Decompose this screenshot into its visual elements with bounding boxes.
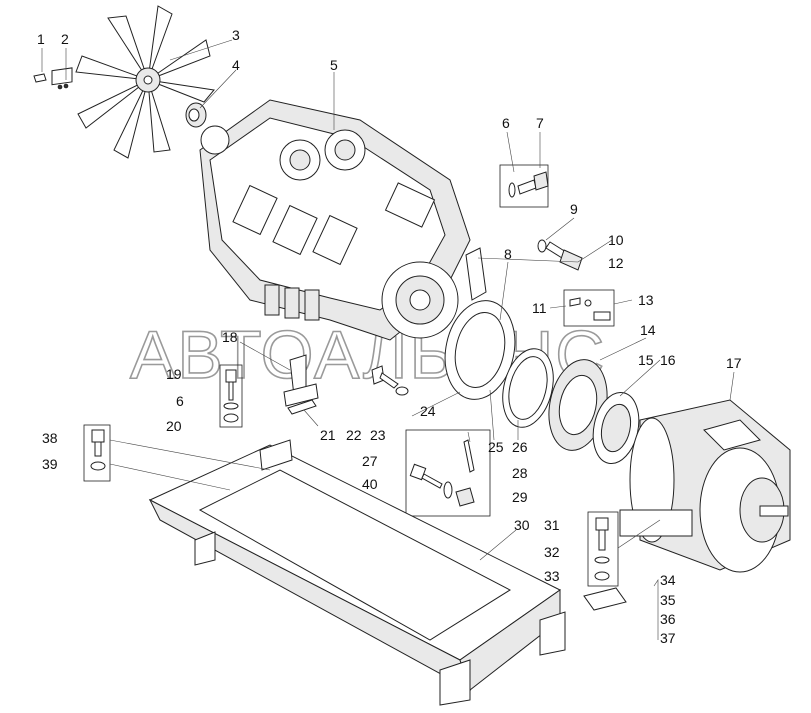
callout-35: 35 — [660, 592, 676, 608]
callout-36: 36 — [660, 611, 676, 627]
callout-14: 14 — [640, 322, 656, 338]
flywheel-adapter-ring — [444, 300, 516, 400]
split-pin-24 — [463, 439, 475, 473]
callout-11: 11 — [532, 300, 547, 316]
shim-plate-34-37 — [583, 587, 627, 611]
coupling-disc-14 — [548, 359, 608, 451]
shim-plate-21 — [287, 399, 317, 415]
callout-4: 4 — [232, 57, 240, 73]
callout-21: 21 — [320, 427, 336, 443]
adapter-ring-26 — [502, 348, 554, 428]
callout-7: 7 — [536, 115, 544, 131]
callout-33: 33 — [544, 568, 560, 584]
callout-8: 8 — [504, 246, 512, 262]
bolt-group-31-33 — [587, 511, 619, 587]
callout-16: 16 — [660, 352, 676, 368]
callout-2: 2 — [61, 31, 69, 47]
callout-15: 15 — [638, 352, 654, 368]
engine-support-21 — [283, 354, 319, 407]
generator-unit — [619, 399, 791, 573]
callout-27: 27 — [362, 453, 378, 469]
callout-12: 12 — [608, 255, 624, 271]
callout-17: 17 — [726, 355, 742, 371]
callout-39: 39 — [42, 456, 58, 472]
fan-bolt-and-plate — [33, 67, 73, 90]
callout-25: 25 — [488, 439, 504, 455]
bolt-group-6-7 — [499, 164, 549, 208]
callout-5: 5 — [330, 57, 338, 73]
callout-3: 3 — [232, 27, 240, 43]
callout-9: 9 — [570, 201, 578, 217]
fan-spacer-ring — [185, 102, 207, 128]
fan-impeller — [75, 5, 215, 159]
engine-mount-bracket — [465, 247, 487, 301]
callout-6: 6 — [502, 115, 510, 131]
bolt-group-22-23 — [371, 365, 409, 396]
callout-30: 30 — [514, 517, 530, 533]
bolt-group-9-10 — [537, 239, 583, 271]
callout-22: 22 — [346, 427, 362, 443]
callout-38: 38 — [42, 430, 58, 446]
callout-28: 28 — [512, 465, 528, 481]
callout-10: 10 — [608, 232, 624, 248]
bolt-group-11-13 — [563, 289, 615, 327]
callout-31: 31 — [544, 517, 560, 533]
callout-6b: 6 — [176, 393, 184, 409]
engine-assembly — [199, 99, 471, 341]
callout-40: 40 — [362, 476, 378, 492]
callout-19: 19 — [166, 366, 182, 382]
callout-24: 24 — [420, 403, 436, 419]
callout-37: 37 — [660, 630, 676, 646]
callout-13: 13 — [638, 292, 654, 308]
bolt-group-38-39 — [83, 424, 111, 482]
bolt-group-19-20 — [219, 364, 243, 428]
callout-29: 29 — [512, 489, 528, 505]
callout-34: 34 — [660, 572, 676, 588]
callout-labels: 1 2 3 4 5 6 7 8 9 10 11 12 13 14 15 16 1… — [37, 27, 742, 646]
callout-20: 20 — [166, 418, 182, 434]
callout-18: 18 — [222, 329, 238, 345]
callout-32: 32 — [544, 544, 560, 560]
callout-1: 1 — [37, 31, 45, 47]
callout-23: 23 — [370, 427, 386, 443]
coupling-disc-15-16 — [592, 391, 640, 465]
bolt-group-27-29 — [405, 429, 491, 517]
callout-26: 26 — [512, 439, 528, 455]
leader-lines — [41, 39, 735, 640]
base-frame — [148, 439, 566, 706]
